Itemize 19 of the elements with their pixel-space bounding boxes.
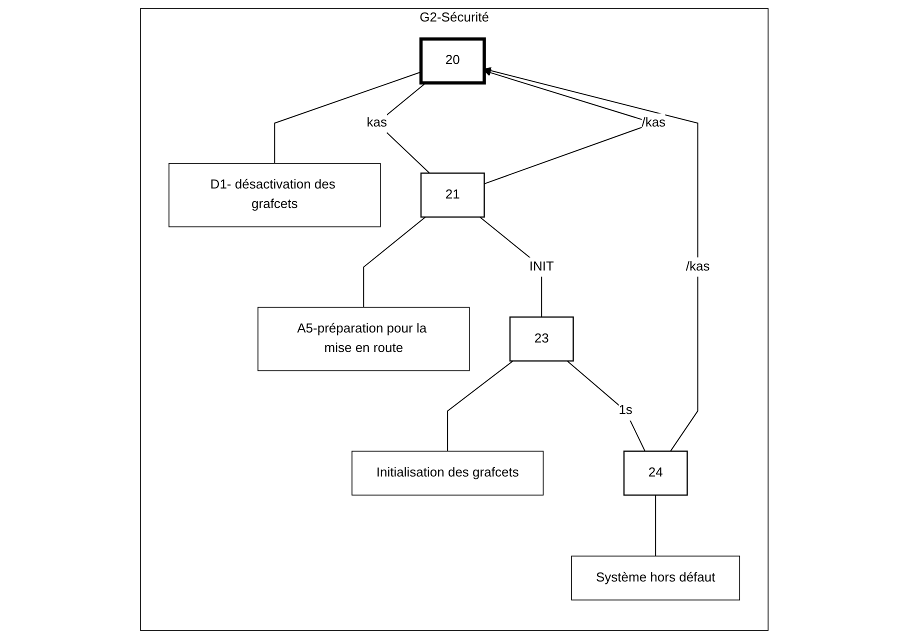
edge-label: kas xyxy=(366,116,388,130)
node-box: A5-préparation pour la mise en route xyxy=(258,306,470,372)
connector xyxy=(655,494,656,557)
connector xyxy=(447,360,514,452)
node-box: 20 xyxy=(420,37,486,85)
connector xyxy=(566,360,646,452)
arrow xyxy=(484,67,698,452)
node-box: 24 xyxy=(624,450,688,496)
edge-label: /kas xyxy=(686,260,710,274)
node-box: Initialisation des grafcets xyxy=(352,450,544,496)
connector xyxy=(274,72,422,164)
edge-label: INIT xyxy=(530,260,554,274)
node-box: D1- désactivation des grafcets xyxy=(168,162,381,228)
node-box: 23 xyxy=(510,316,574,362)
node-box: 21 xyxy=(420,172,486,218)
edge-label: 1s xyxy=(618,404,633,418)
connector xyxy=(363,216,426,308)
node-box: Système hors défaut xyxy=(571,556,740,600)
edge-label: /kas xyxy=(642,116,666,130)
